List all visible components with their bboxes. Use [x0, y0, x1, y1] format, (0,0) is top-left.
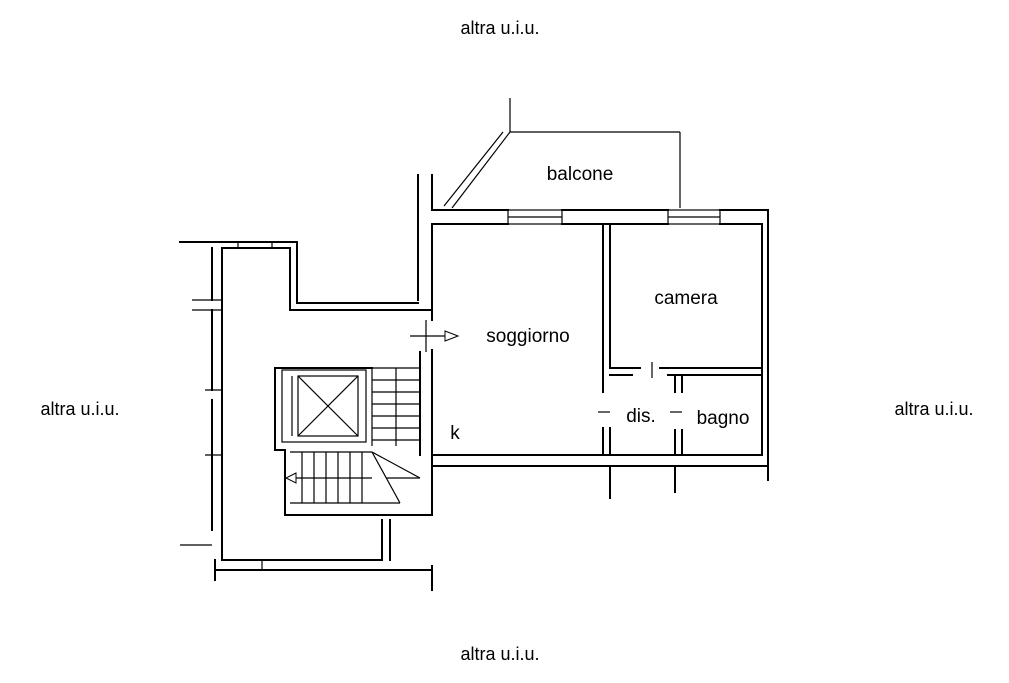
left-neighbor-label: altra u.i.u.: [40, 399, 119, 419]
top-neighbor-label: altra u.i.u.: [460, 18, 539, 38]
living-room-label: soggiorno: [486, 326, 569, 347]
balcony-label: balcone: [547, 164, 614, 185]
hallway-label: dis.: [626, 406, 656, 427]
entrance-arrow: [410, 320, 460, 352]
kitchen-label: k: [450, 423, 460, 444]
right-neighbor-label: altra u.i.u.: [894, 399, 973, 419]
stairwell: [179, 241, 433, 591]
apartment-walls: [417, 174, 769, 516]
bathroom-label: bagno: [697, 408, 750, 429]
bottom-neighbor-label: altra u.i.u.: [460, 644, 539, 664]
balcony-outline: [443, 98, 681, 209]
bedroom-label: camera: [654, 288, 718, 309]
